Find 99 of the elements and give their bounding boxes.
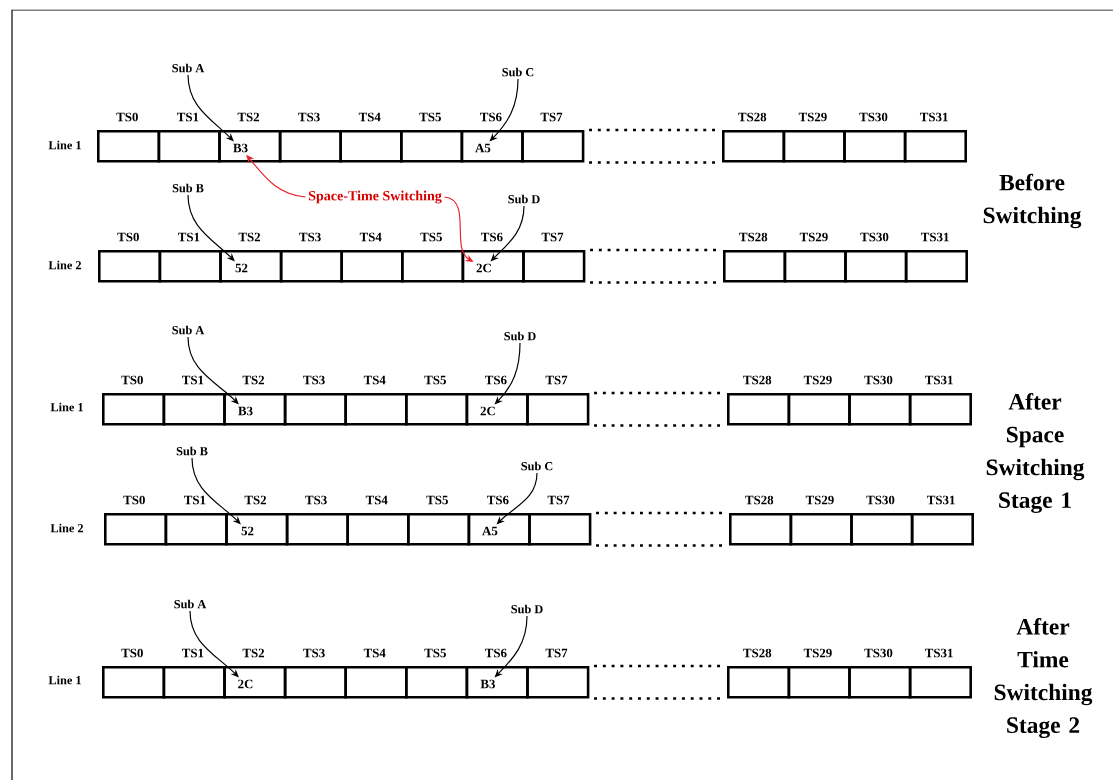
slot-label: TS3: [305, 495, 327, 505]
slot-label: TS5: [424, 648, 446, 658]
time-slot-cell: B3: [465, 666, 529, 699]
dotted-line: [594, 391, 723, 395]
slot-label: TS29: [803, 648, 832, 658]
slot-label: TS2: [242, 375, 265, 385]
time-slot-cell: 52: [219, 250, 283, 283]
line-label: Line 2: [50, 523, 84, 533]
slot-label: TS28: [745, 495, 774, 505]
slot-label: TS2: [244, 495, 267, 505]
slot-label: TS28: [743, 375, 772, 385]
slot-label: TS1: [182, 375, 204, 385]
subscriber-label: Sub B: [176, 446, 208, 456]
line-label: Line 1: [48, 140, 81, 150]
slot-label: TS3: [303, 648, 325, 658]
slot-label: TS5: [426, 495, 448, 505]
slot-label: TS7: [547, 495, 570, 505]
time-slot-cell: 2C: [223, 666, 287, 699]
slot-label: TS0: [117, 232, 139, 242]
slot-label: TS6: [485, 375, 507, 385]
stage-title: Before Switching: [983, 173, 1082, 229]
time-slot-cell: B3: [218, 130, 282, 163]
slot-label: TS2: [238, 232, 261, 242]
subscriber-label: Sub A: [172, 325, 205, 335]
line-label: Line 2: [48, 260, 82, 270]
slot-label: TS0: [121, 648, 143, 658]
slot-label: TS30: [860, 232, 889, 242]
slot-label: TS6: [485, 648, 507, 658]
switching-label: Space-Time Switching: [308, 190, 442, 204]
time-slot-cell: 2C: [465, 393, 529, 426]
time-slot-cell: A5: [467, 513, 531, 546]
slot-label: TS5: [419, 112, 441, 122]
slot-label: TS29: [803, 375, 832, 385]
slot-label: TS7: [545, 375, 568, 385]
subscriber-label: Sub A: [174, 599, 207, 609]
slot-label: TS29: [799, 232, 828, 242]
time-slot-cell: 2C: [461, 250, 525, 283]
slot-label: TS6: [481, 232, 503, 242]
dotted-line: [594, 697, 723, 700]
slot-label: TS30: [859, 112, 888, 122]
slot-label: TS30: [864, 375, 893, 385]
slot-label: TS31: [921, 232, 949, 242]
subscriber-label: Sub D: [511, 604, 543, 614]
dotted-line: [590, 248, 719, 252]
slot-label: TS28: [738, 112, 767, 122]
stage-title: After Space Switching Stage 1: [986, 392, 1085, 514]
slot-label: TS1: [178, 232, 200, 242]
slot-label: TS2: [242, 648, 265, 658]
time-slot-cell: A5: [460, 130, 524, 163]
stage-title: After Time Switching Stage 2: [994, 617, 1093, 739]
slot-label: TS31: [927, 495, 955, 505]
dotted-line: [596, 544, 725, 547]
slot-label: TS4: [359, 232, 382, 242]
slot-label: TS5: [424, 375, 446, 385]
slot-label: TS7: [541, 232, 564, 242]
slot-label: TS7: [545, 648, 568, 658]
slot-label: TS4: [363, 648, 386, 658]
slot-label: TS4: [365, 495, 388, 505]
slot-label: TS3: [299, 232, 321, 242]
slot-label: TS1: [184, 495, 206, 505]
dotted-line: [596, 511, 725, 515]
subscriber-label: Sub A: [172, 63, 205, 73]
slot-label: TS7: [540, 112, 563, 122]
slot-label: TS0: [121, 375, 143, 385]
slot-label: TS4: [358, 112, 381, 122]
dotted-line: [589, 161, 718, 164]
subscriber-label: Sub C: [521, 461, 553, 471]
slot-label: TS29: [798, 112, 827, 122]
time-slot-cell: B3: [223, 393, 287, 426]
dotted-line: [594, 424, 723, 427]
slot-label: TS30: [864, 648, 893, 658]
slot-label: TS6: [480, 112, 502, 122]
subscriber-label: Sub D: [508, 194, 540, 204]
slot-label: TS31: [925, 375, 953, 385]
slot-label: TS28: [743, 648, 772, 658]
slot-label: TS28: [739, 232, 768, 242]
slot-label: TS3: [298, 112, 320, 122]
slot-label: TS31: [925, 648, 953, 658]
slot-label: TS1: [177, 112, 199, 122]
slot-label: TS1: [182, 648, 204, 658]
line-label: Line 1: [50, 402, 83, 412]
slot-label: TS0: [123, 495, 145, 505]
subscriber-label: Sub D: [504, 331, 536, 341]
slot-label: TS29: [805, 495, 834, 505]
subscriber-label: Sub C: [502, 67, 534, 77]
slot-label: TS2: [237, 112, 260, 122]
time-slot-cell: 52: [225, 513, 289, 546]
slot-label: TS6: [487, 495, 509, 505]
dotted-line: [590, 281, 719, 284]
dotted-line: [589, 128, 718, 132]
slot-label: TS3: [303, 375, 325, 385]
slot-label: TS31: [920, 112, 948, 122]
line-label: Line 1: [48, 675, 81, 685]
slot-label: TS5: [420, 232, 442, 242]
slot-label: TS4: [363, 375, 386, 385]
slot-label: TS0: [116, 112, 138, 122]
slot-label: TS30: [866, 495, 895, 505]
subscriber-label: Sub B: [172, 183, 204, 193]
dotted-line: [594, 664, 723, 668]
